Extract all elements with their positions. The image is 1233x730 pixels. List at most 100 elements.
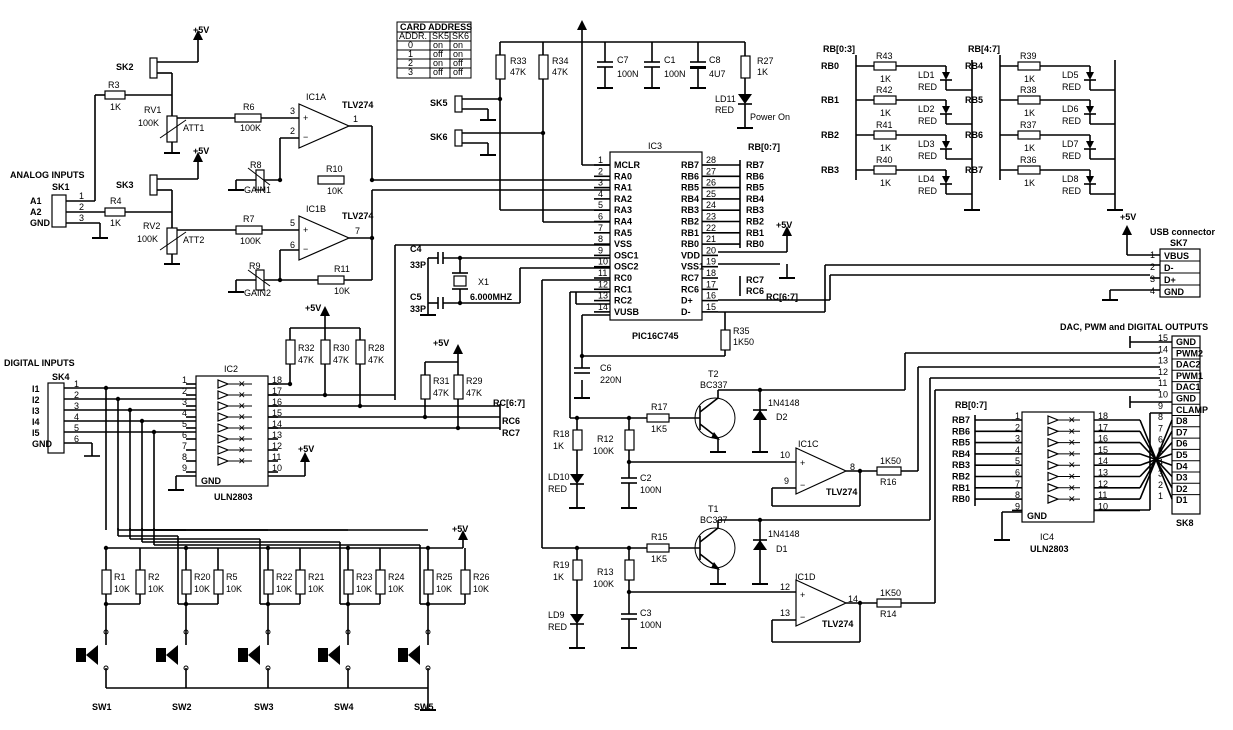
d1-name-value: 1N4148: [768, 529, 800, 539]
t1-name: T1: [708, 504, 719, 514]
r33-name: R33: [510, 56, 527, 66]
switch-contact: [345, 629, 351, 635]
sk1-pin-gnd: GND: [30, 218, 51, 228]
resistor: [343, 569, 354, 595]
resistor: [213, 569, 224, 595]
resistor-value: 1K: [1024, 74, 1035, 84]
r15-value: 1K5: [651, 554, 667, 564]
c5-name: C5: [410, 292, 422, 302]
ic3-pin-name: MCLR: [614, 160, 640, 170]
switch-block: R110KR210KSW1R2010KR510KSW2R2210KR2110KS…: [76, 528, 490, 712]
resistor-value: 10K: [473, 584, 489, 594]
d2-name: D2: [776, 412, 788, 422]
ic4-pin-number: 2: [1015, 422, 1020, 432]
r12-name: R12: [597, 434, 614, 444]
led-name: LD8: [1062, 174, 1079, 184]
led-name: LD1: [918, 70, 935, 80]
vcc-label: +5V: [298, 444, 314, 454]
vcc-symbol: [1122, 225, 1132, 235]
buffer-icon: [1047, 460, 1060, 471]
rb-net-label: RB0: [821, 61, 839, 71]
sk3-name: SK3: [116, 180, 134, 190]
buffer-icon: [1047, 482, 1060, 493]
rb-net-label: RB3: [746, 205, 764, 215]
led-color: RED: [918, 82, 938, 92]
ic1b-part: TLV274: [342, 211, 373, 221]
sk8-pin-number: 10: [1158, 390, 1168, 400]
junction: [183, 545, 189, 551]
rb-net-label: RB1: [952, 483, 970, 493]
ic2-gnd: GND: [201, 476, 222, 486]
sk5-name: SK5: [430, 98, 448, 108]
switch-actuator-icon: [408, 645, 420, 665]
ic2-part: ULN2803: [214, 492, 253, 502]
junction: [103, 385, 109, 391]
junction: [115, 396, 121, 402]
ic4-pin-number: 16: [1098, 434, 1108, 444]
rb-net-label: RB1: [821, 95, 839, 105]
sk8-pin-number: 1: [1158, 491, 1163, 501]
buffer-icon: [1047, 471, 1060, 482]
ic4-pin-number: 12: [1098, 479, 1108, 489]
resistor-value: 10K: [388, 584, 404, 594]
t1-value: BC337: [700, 515, 728, 525]
ic1c-part: TLV274: [826, 487, 857, 497]
pin-number: 5: [290, 218, 295, 228]
oscillator-section: C4 33P C5 33P X1 6.000MHZ: [394, 244, 610, 400]
pin-number: 3: [1150, 274, 1155, 284]
rb-net-label: RB2: [821, 130, 839, 140]
c2-name: C2: [640, 473, 652, 483]
sk8-pin-number: 3: [1158, 469, 1163, 479]
t2-value: BC337: [700, 380, 728, 390]
rb-net-label: RB2: [746, 217, 764, 227]
address-jumpers: SK5 SK6: [430, 95, 546, 156]
c7-name: C7: [617, 55, 629, 65]
resistor: [1017, 95, 1041, 105]
led-color: RED: [1062, 116, 1082, 126]
resistor: [1017, 165, 1041, 175]
opamp-minus: −: [303, 244, 308, 254]
ic3-pin-name: RC7: [681, 273, 699, 283]
ic3-pin-number: 8: [598, 234, 603, 244]
r17-name: R17: [651, 402, 668, 412]
pin-number: 4: [1150, 286, 1155, 296]
ld9-value: RED: [548, 622, 568, 632]
ic4-name: IC4: [1040, 532, 1054, 542]
led-icon: [1086, 106, 1094, 114]
rb-bus-right: RB[4:7]: [968, 44, 1000, 54]
ic3-pin-number: 7: [598, 223, 603, 233]
ic3-pin-name: RA5: [614, 228, 632, 238]
analog-inputs-section: SK1 A1 A2 GND 1 2 3 R3 1K R4 1K SK2 +5V …: [30, 25, 610, 298]
resistor-value: 1K: [880, 178, 891, 188]
ic3-rc-wiring: C6 220N R35 1K50: [541, 264, 1150, 548]
gain1-label: GAIN1: [244, 185, 271, 195]
buffer-icon: [1047, 415, 1060, 425]
ic2-pin-number: 18: [272, 375, 282, 385]
ic3-pin-name: OSC1: [614, 250, 639, 260]
sk8-name: SK8: [1176, 518, 1194, 528]
ic3-pin-name: RB7: [681, 160, 699, 170]
r31-name: R31: [433, 376, 450, 386]
ic3-right-pins: 28RB727RB626RB525RB424RB323RB222RB121RB0…: [681, 155, 718, 317]
r35-name: R35: [733, 326, 750, 336]
rb-net-label: RB4: [952, 449, 970, 459]
switch-body-icon: [398, 648, 408, 662]
pin-number: 9: [784, 476, 789, 486]
ic1a-name: IC1A: [306, 92, 326, 102]
r34-value: 47K: [552, 67, 568, 77]
x-mark-icon: ✕: [238, 456, 246, 466]
r27-name: R27: [757, 56, 774, 66]
junction: [345, 545, 351, 551]
led-name: LD5: [1062, 70, 1079, 80]
rb-net-label: RB0: [746, 239, 764, 249]
rv2-name: RV2: [143, 221, 160, 231]
switch-contact: [425, 665, 431, 671]
table-cell: 2: [408, 58, 413, 68]
pin-number: 2: [79, 202, 84, 212]
buffer-icon: [1047, 437, 1060, 448]
r27-value: 1K: [757, 67, 768, 77]
r32-name: R32: [298, 343, 315, 353]
ic4-pin-number: 15: [1098, 445, 1108, 455]
ic2-pin-number: 2: [182, 386, 187, 396]
